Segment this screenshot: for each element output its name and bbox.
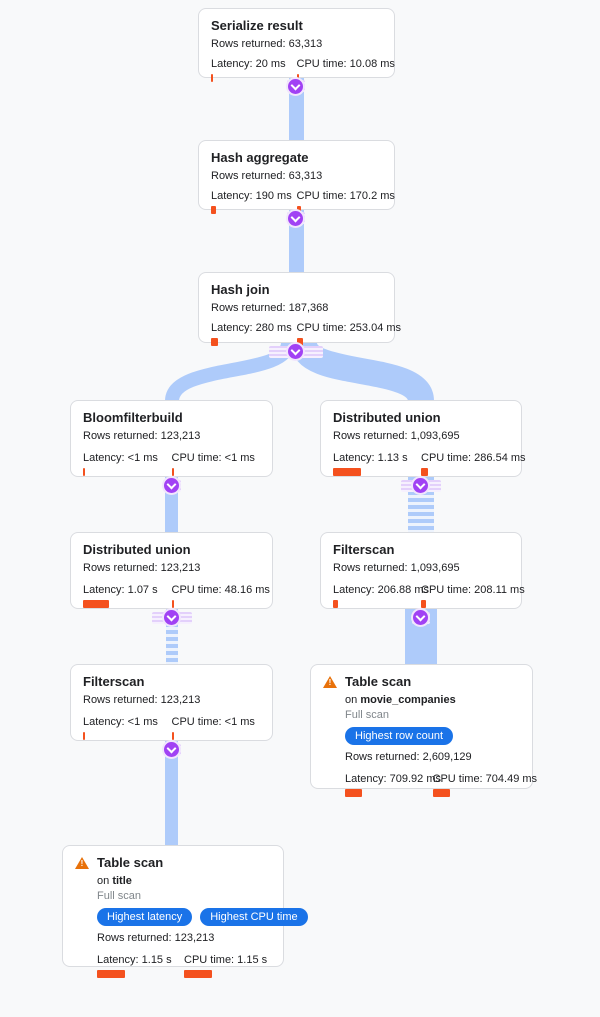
collapse-chevron-icon[interactable] <box>288 211 303 226</box>
cpu-time-bar <box>184 970 212 978</box>
cpu-time-value: CPU time: 170.2 ms <box>296 190 395 202</box>
rows-returned: Rows returned: 123,213 <box>83 562 201 574</box>
cpu-time-bar <box>296 338 303 346</box>
latency-value: Latency: 1.15 s <box>97 954 172 966</box>
cpu-time-bar <box>171 468 174 476</box>
plan-node-hash-aggregate[interactable]: Hash aggregate Rows returned: 63,313 Lat… <box>198 140 395 214</box>
node-title: Distributed union <box>83 542 191 557</box>
cpu-time-value: CPU time: <1 ms <box>171 452 255 464</box>
latency-bar <box>211 74 213 82</box>
latency-bar <box>211 338 218 346</box>
node-title: Filterscan <box>83 674 145 689</box>
rows-returned: Rows returned: 1,093,695 <box>333 430 460 442</box>
latency-bar <box>97 970 125 978</box>
rows-returned: Rows returned: 123,213 <box>83 694 201 706</box>
cpu-time-value: CPU time: 48.16 ms <box>171 584 270 596</box>
warning-icon <box>323 676 337 688</box>
latency-value: Latency: <1 ms <box>83 716 158 728</box>
cpu-time-value: CPU time: 208.11 ms <box>421 584 525 596</box>
rows-returned: Rows returned: 63,313 <box>211 38 323 50</box>
rows-returned: Rows returned: 1,093,695 <box>333 562 460 574</box>
chevron-down-icon <box>166 479 177 489</box>
latency-value: Latency: 1.07 s <box>83 584 158 596</box>
latency-value: Latency: 280 ms <box>211 322 292 334</box>
node-title: Distributed union <box>333 410 441 425</box>
rows-returned: Rows returned: 123,213 <box>97 932 215 944</box>
chevron-down-icon <box>290 80 301 90</box>
latency-bar <box>83 732 85 740</box>
plan-node-distributed-union-left[interactable]: Distributed union Rows returned: 123,213… <box>70 532 273 609</box>
table-name: title <box>112 875 132 887</box>
table-reference: on movie_companies <box>345 694 456 706</box>
badge-highest-row-count: Highest row count <box>345 727 454 745</box>
latency-bar <box>333 468 361 476</box>
chevron-down-icon <box>290 345 301 355</box>
rows-returned: Rows returned: 123,213 <box>83 430 201 442</box>
cpu-time-value: CPU time: 704.49 ms <box>432 773 538 785</box>
badge-highest-cpu-time: Highest CPU time <box>200 908 308 926</box>
edge-filterscan-to-tablescan-left <box>165 741 178 845</box>
cpu-time-bar <box>296 206 301 214</box>
collapse-chevron-icon[interactable] <box>413 478 428 493</box>
rows-returned: Rows returned: 63,313 <box>211 170 323 182</box>
chevron-down-icon <box>166 611 177 621</box>
node-title: Bloomfilterbuild <box>83 410 183 425</box>
latency-value: Latency: 709.92 ms <box>345 773 442 785</box>
latency-value: Latency: 20 ms <box>211 58 286 70</box>
table-name: movie_companies <box>360 694 456 706</box>
plan-node-hash-join[interactable]: Hash join Rows returned: 187,368 Latency… <box>198 272 402 346</box>
latency-bar <box>83 468 85 476</box>
node-title: Serialize result <box>211 18 303 33</box>
plan-node-table-scan-movie-companies[interactable]: Table scan on movie_companies Full scan … <box>310 664 538 797</box>
latency-value: Latency: 1.13 s <box>333 452 408 464</box>
cpu-time-value: CPU time: 286.54 ms <box>421 452 526 464</box>
node-title: Table scan <box>345 674 412 689</box>
chevron-down-icon <box>415 479 426 489</box>
collapse-chevron-icon[interactable] <box>164 742 179 757</box>
cpu-time-value: CPU time: 1.15 s <box>184 954 268 966</box>
node-title: Table scan <box>97 855 164 870</box>
latency-value: Latency: 190 ms <box>211 190 292 202</box>
plan-node-filterscan-left[interactable]: Filterscan Rows returned: 123,213 Latenc… <box>70 664 273 741</box>
plan-node-distributed-union-right[interactable]: Distributed union Rows returned: 1,093,6… <box>320 400 526 477</box>
latency-bar <box>211 206 216 214</box>
cpu-time-value: CPU time: 10.08 ms <box>296 58 395 70</box>
scan-note: Full scan <box>345 709 390 721</box>
scan-note: Full scan <box>97 890 142 902</box>
collapse-chevron-icon[interactable] <box>164 478 179 493</box>
latency-value: Latency: <1 ms <box>83 452 158 464</box>
collapse-chevron-icon[interactable] <box>288 79 303 94</box>
plan-node-serialize-result[interactable]: Serialize result Rows returned: 63,313 L… <box>198 8 395 82</box>
plan-node-bloomfilterbuild[interactable]: Bloomfilterbuild Rows returned: 123,213 … <box>70 400 273 477</box>
node-title: Filterscan <box>333 542 395 557</box>
chevron-down-icon <box>415 611 426 621</box>
table-reference: on title <box>97 875 132 887</box>
latency-value: Latency: 206.88 ms <box>333 584 430 596</box>
cpu-time-bar <box>421 468 428 476</box>
chevron-down-icon <box>290 212 301 222</box>
cpu-time-bar <box>432 789 450 797</box>
warning-icon <box>75 857 89 869</box>
cpu-time-bar <box>171 600 174 608</box>
plan-node-table-scan-title[interactable]: Table scan on title Full scan Highest la… <box>62 845 308 978</box>
rows-returned: Rows returned: 2,609,129 <box>345 751 472 763</box>
latency-bar <box>333 600 338 608</box>
latency-bar <box>345 789 362 797</box>
cpu-time-bar <box>171 732 174 740</box>
collapse-chevron-icon[interactable] <box>413 610 428 625</box>
latency-bar <box>83 600 109 608</box>
cpu-time-value: CPU time: 253.04 ms <box>296 322 402 334</box>
chevron-down-icon <box>166 743 177 753</box>
plan-node-filterscan-right[interactable]: Filterscan Rows returned: 1,093,695 Late… <box>320 532 525 609</box>
cpu-time-bar <box>421 600 426 608</box>
node-title: Hash join <box>211 282 270 297</box>
node-title: Hash aggregate <box>211 150 309 165</box>
rows-returned: Rows returned: 187,368 <box>211 302 329 314</box>
collapse-chevron-icon[interactable] <box>164 610 179 625</box>
collapse-chevron-icon[interactable] <box>288 344 303 359</box>
cpu-time-bar <box>296 74 299 82</box>
cpu-time-value: CPU time: <1 ms <box>171 716 255 728</box>
badge-highest-latency: Highest latency <box>97 908 193 926</box>
